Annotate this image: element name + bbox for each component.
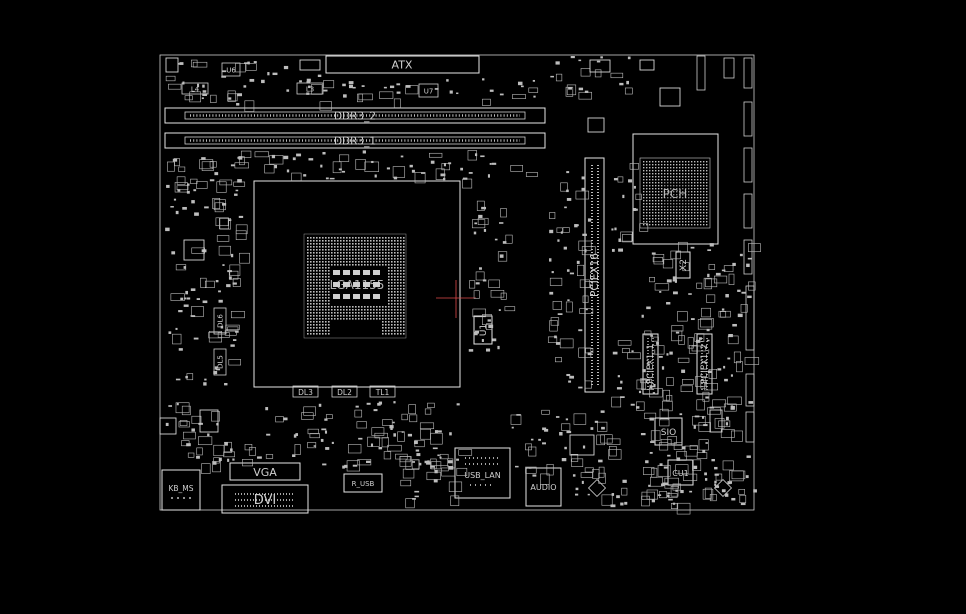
dl6-label: DL6	[217, 314, 225, 328]
dl6-part[interactable]: DL6	[213, 307, 227, 335]
pciex1-1-label: PCIEX1_1	[646, 344, 656, 384]
dl5-part[interactable]: DL5	[213, 348, 227, 376]
cursor-crosshair	[436, 280, 476, 318]
dl2-part[interactable]: DL2	[331, 385, 358, 398]
vga-label: VGA	[253, 466, 277, 479]
diamond-part-1	[587, 478, 607, 498]
pciex16-slot[interactable]: PCIEX16	[584, 157, 605, 393]
dvi-connector[interactable]: DVI	[221, 484, 309, 514]
usb-lan-label: USB_LAN	[464, 471, 501, 480]
dvi-label: DVI	[254, 493, 277, 508]
pch-label: PCH	[663, 187, 688, 201]
cpu-socket[interactable]: LGA1155	[253, 180, 461, 388]
u7-label: U7	[424, 88, 434, 96]
pciex16-label: PCIEX16	[589, 253, 601, 297]
x2-label: X2	[679, 259, 689, 271]
dl5-label: DL5	[217, 355, 225, 369]
dl2-label: DL2	[337, 388, 352, 397]
l3-label: L3	[306, 86, 314, 94]
ddr3-slot-2[interactable]: DDR3_2	[164, 107, 546, 124]
kb-ms-label: KB_MS	[168, 484, 193, 493]
u7-chip[interactable]: U7	[418, 83, 439, 98]
cpu-socket-label: LGA1155	[330, 278, 385, 292]
ddr3-slot-1[interactable]: DDR3_1	[164, 132, 546, 149]
tl1-label: TL1	[375, 388, 390, 397]
dl3-part[interactable]: DL3	[292, 385, 319, 398]
diamond-part-2	[713, 478, 733, 498]
sio-chip[interactable]: SIO	[654, 417, 683, 446]
u1-chip[interactable]: U1	[473, 315, 493, 345]
r-usb-label: R_USB	[352, 480, 375, 488]
pch-chip[interactable]: PCH	[632, 133, 719, 245]
u1-label: U1	[479, 324, 489, 336]
sio-label: SIO	[661, 428, 676, 438]
vga-connector[interactable]: VGA	[229, 462, 301, 481]
cpu-pin-grid	[307, 237, 405, 335]
ddr3-1-label: DDR3_1	[334, 136, 376, 148]
pciex1-1-slot[interactable]: PCIEX1_1	[642, 333, 659, 395]
dl3-label: DL3	[298, 388, 313, 397]
atx-label: ATX	[392, 59, 413, 72]
r-usb-connector[interactable]: R_USB	[343, 473, 383, 493]
u6-chip[interactable]: U6	[221, 62, 241, 77]
pciex1-2-label: PCIEX1_2	[700, 344, 710, 384]
u6-label: U6	[226, 67, 236, 75]
kb-ms-connector[interactable]: KB_MS	[161, 469, 201, 511]
pch-pin-grid	[643, 161, 708, 226]
ddr3-2-label: DDR3_2	[334, 111, 376, 123]
audio-connector[interactable]: AUDIO	[525, 467, 562, 507]
board-outline	[159, 54, 755, 511]
cu1-chip[interactable]: CU1	[667, 459, 694, 486]
pciex1-2-slot[interactable]: PCIEX1_2	[696, 333, 713, 395]
tl1-part[interactable]: TL1	[369, 385, 396, 398]
right-edge-headers	[696, 55, 755, 443]
l4-inductor[interactable]: L4	[181, 82, 209, 95]
audio-label: AUDIO	[530, 483, 556, 492]
smd-components	[159, 56, 761, 515]
atx-connector[interactable]: ATX	[325, 55, 480, 74]
l4-label: L4	[191, 86, 200, 94]
